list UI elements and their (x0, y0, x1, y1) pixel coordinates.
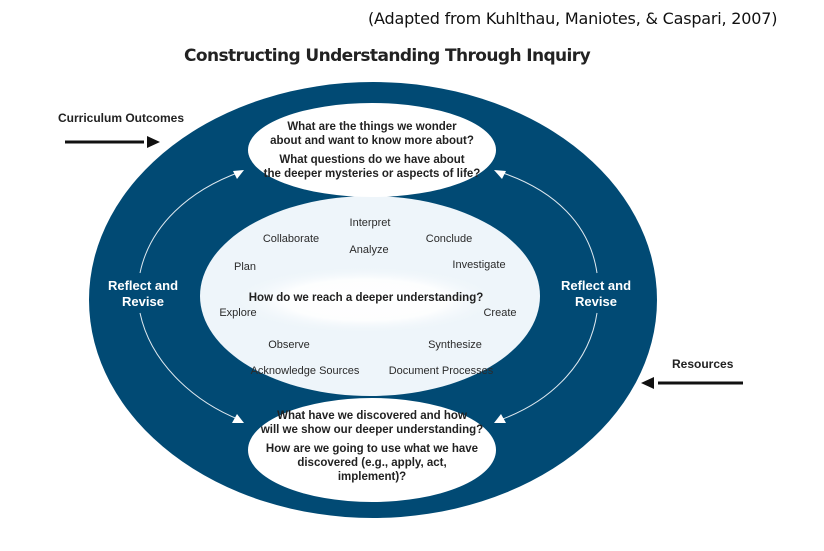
left-up-arrowhead-icon (233, 170, 244, 179)
bottom-question-2-line1: How are we going to use what we have (266, 443, 478, 455)
top-question-2-line2: the deeper mysteries or aspects of life? (264, 168, 481, 180)
left-cycle-arrow (139, 171, 241, 421)
diagram-title: Constructing Understanding Through Inqui… (184, 46, 591, 66)
left-reflect-label-line1: Reflect and (108, 278, 178, 293)
bottom-question-1-line1: What have we discovered and how (277, 410, 467, 422)
top-question-bubble (248, 103, 496, 197)
top-question-2-line1: What questions do we have about (279, 154, 464, 166)
process-acknowledge-sources: Acknowledge Sources (251, 365, 360, 377)
right-up-arrowhead-icon (494, 170, 506, 179)
center-glow (230, 266, 500, 334)
curriculum-outcomes-label: Curriculum Outcomes (58, 111, 184, 125)
process-explore: Explore (219, 307, 256, 319)
right-reflect-label-line2: Revise (575, 294, 617, 309)
bottom-question-2-line3: implement)? (338, 471, 406, 483)
process-conclude: Conclude (426, 233, 472, 245)
arrow-right-icon (65, 136, 160, 148)
process-synthesize: Synthesize (428, 339, 482, 351)
process-collaborate: Collaborate (263, 233, 319, 245)
bottom-question-2-line2: discovered (e.g., apply, act, (297, 457, 446, 469)
right-down-arrowhead-icon (494, 414, 506, 423)
resources-label: Resources (672, 357, 734, 371)
top-question-1-line2: about and want to know more about? (270, 135, 474, 147)
bottom-question-bubble (248, 398, 496, 502)
left-down-arrowhead-icon (232, 414, 244, 423)
arrow-left-icon (641, 377, 743, 389)
bottom-question-1-line2: will we show our deeper understanding? (260, 424, 483, 436)
process-observe: Observe (268, 339, 310, 351)
citation: (Adapted from Kuhlthau, Maniotes, & Casp… (368, 9, 778, 28)
center-question: How do we reach a deeper understanding? (249, 292, 484, 304)
process-investigate: Investigate (452, 259, 505, 271)
left-reflect-label-line2: Revise (122, 294, 164, 309)
right-reflect-label-line1: Reflect and (561, 278, 631, 293)
process-interpret: Interpret (350, 217, 391, 229)
process-document-processes: Document Processes (389, 365, 494, 377)
process-create: Create (483, 307, 516, 319)
process-plan: Plan (234, 261, 256, 273)
process-analyze: Analyze (349, 244, 388, 256)
top-question-1-line1: What are the things we wonder (287, 121, 457, 133)
right-cycle-arrow (499, 171, 598, 421)
